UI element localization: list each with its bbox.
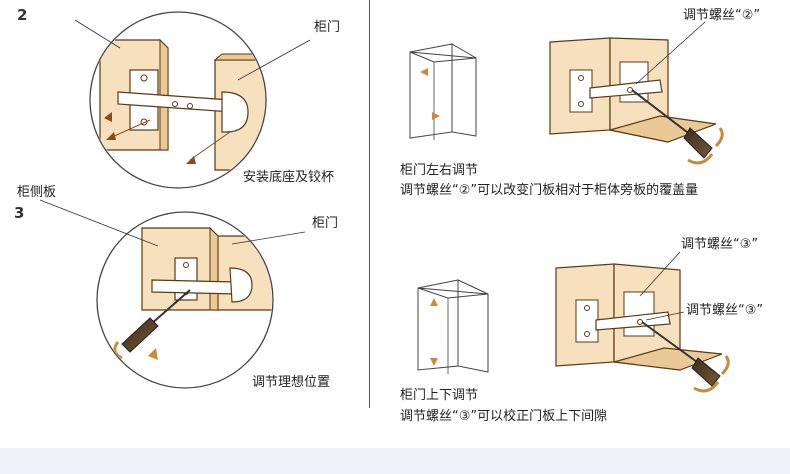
lr-box-diagram [409,43,477,140]
ud-hinge-diagram [555,251,730,393]
lr-hinge-diagram [549,21,724,165]
step2-number: 2 [17,6,28,24]
step3-number: 3 [14,204,25,222]
footer-band [0,448,790,474]
step2-caption: 安装底座及铰杯 [243,170,335,185]
ud-title: 柜门上下调节 [400,388,479,403]
step3-illustration [39,199,306,389]
lr-screw-label: 调节螺丝“②” [683,8,761,23]
lr-title: 柜门左右调节 [400,163,479,178]
ud-screw-label-mid: 调节螺丝“③” [686,303,764,318]
step3-door-label: 柜门 [312,216,339,231]
step2-illustration [74,11,311,189]
ud-box-diagram [417,279,489,374]
ud-description: 调节螺丝“③”可以校正门板上下间隙 [400,409,608,424]
lr-description: 调节螺丝“②”可以改变门板相对于柜体旁板的覆盖量 [400,183,699,198]
column-divider [369,0,370,408]
ud-screw-label-top: 调节螺丝“③” [681,237,759,252]
step3-caption: 调节理想位置 [252,375,331,390]
step2-door-label: 柜门 [314,20,341,35]
step3-side-panel-label: 柜侧板 [17,185,57,200]
